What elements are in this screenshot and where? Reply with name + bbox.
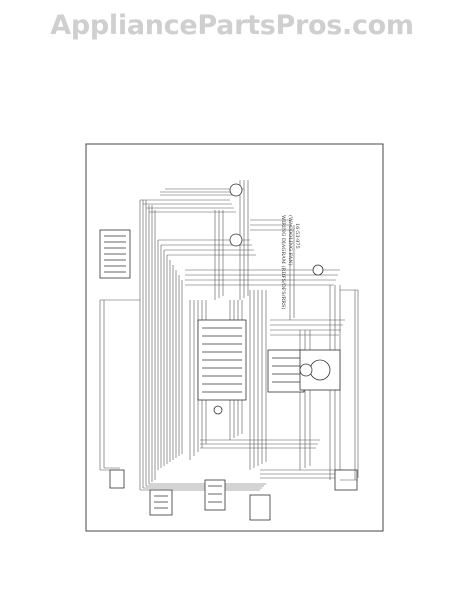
light-icon bbox=[213, 405, 223, 415]
diagram-border bbox=[85, 143, 384, 532]
diagram-subtitle: (W/ COOLING FAN) bbox=[287, 215, 294, 266]
wiring-right-runs bbox=[340, 289, 359, 481]
diagram-part-number: 16-53-975 bbox=[294, 223, 300, 249]
switch-block bbox=[109, 469, 125, 489]
fan-icon bbox=[312, 264, 324, 276]
motor-icon bbox=[299, 363, 313, 377]
terminal-block-lower-right bbox=[249, 494, 271, 521]
compressor-icon bbox=[229, 183, 243, 197]
diagram-title-block: WIRING DIAGRAM (RDFS/DFS/RRS) (W/ COOLIN… bbox=[280, 215, 300, 309]
site-watermark: AppliancePartsPros.com bbox=[50, 10, 414, 41]
wiring-bundle-top bbox=[160, 180, 295, 320]
terminal-block-lower-left bbox=[149, 489, 173, 516]
compressor-icon bbox=[229, 233, 243, 247]
circle-components bbox=[213, 183, 331, 415]
wiring-left-runs bbox=[99, 299, 140, 471]
wiring-bundle-left bbox=[139, 199, 266, 491]
relay-block bbox=[267, 349, 305, 393]
diagram-title: WIRING DIAGRAM (RDFS/DFS/RRS) bbox=[280, 215, 287, 309]
motor-icon bbox=[309, 359, 331, 381]
connector-ticks bbox=[104, 235, 300, 509]
terminal-block-lower-center bbox=[204, 479, 226, 511]
